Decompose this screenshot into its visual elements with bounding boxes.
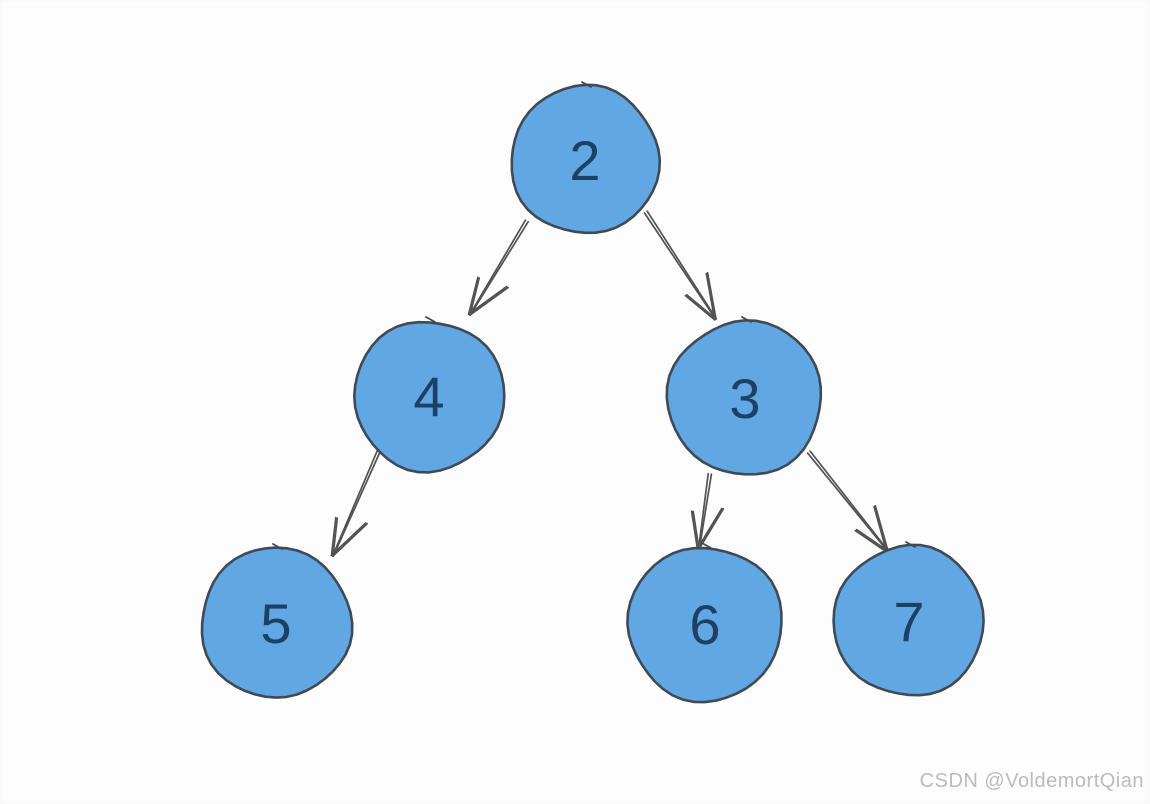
tree-node-6: 6 [626,542,783,704]
node-label: 2 [569,129,600,192]
node-circle [200,546,354,699]
tree-node-5: 5 [200,543,354,699]
pen-tick [701,542,712,549]
pen-tick [581,81,592,88]
node-label: 6 [689,593,720,656]
node-circle [510,83,662,235]
tree-node-4: 4 [353,316,506,474]
node-circle [353,320,506,474]
tree-node-7: 7 [832,541,985,697]
node-circle [665,319,823,476]
edge-n3-to-n6 [690,472,725,550]
node-label: 7 [893,590,924,653]
pen-tick [741,316,752,323]
pen-tick [272,543,283,550]
watermark: CSDN @VoldemortQian [919,770,1144,792]
edge-n4-to-n5 [330,442,385,557]
node-label: 5 [260,592,291,655]
pen-tick [425,316,436,323]
edge-n3-to-n7 [806,450,890,553]
pen-tick [905,541,916,548]
edge-n2-to-n4 [467,219,530,316]
tree-node-3: 3 [665,316,823,476]
tree-node-2: 2 [510,81,662,235]
node-label: 3 [729,367,760,430]
node-label: 4 [413,365,444,428]
edge-n2-to-n3 [643,210,718,321]
node-circle [626,546,783,704]
node-circle [832,543,985,697]
